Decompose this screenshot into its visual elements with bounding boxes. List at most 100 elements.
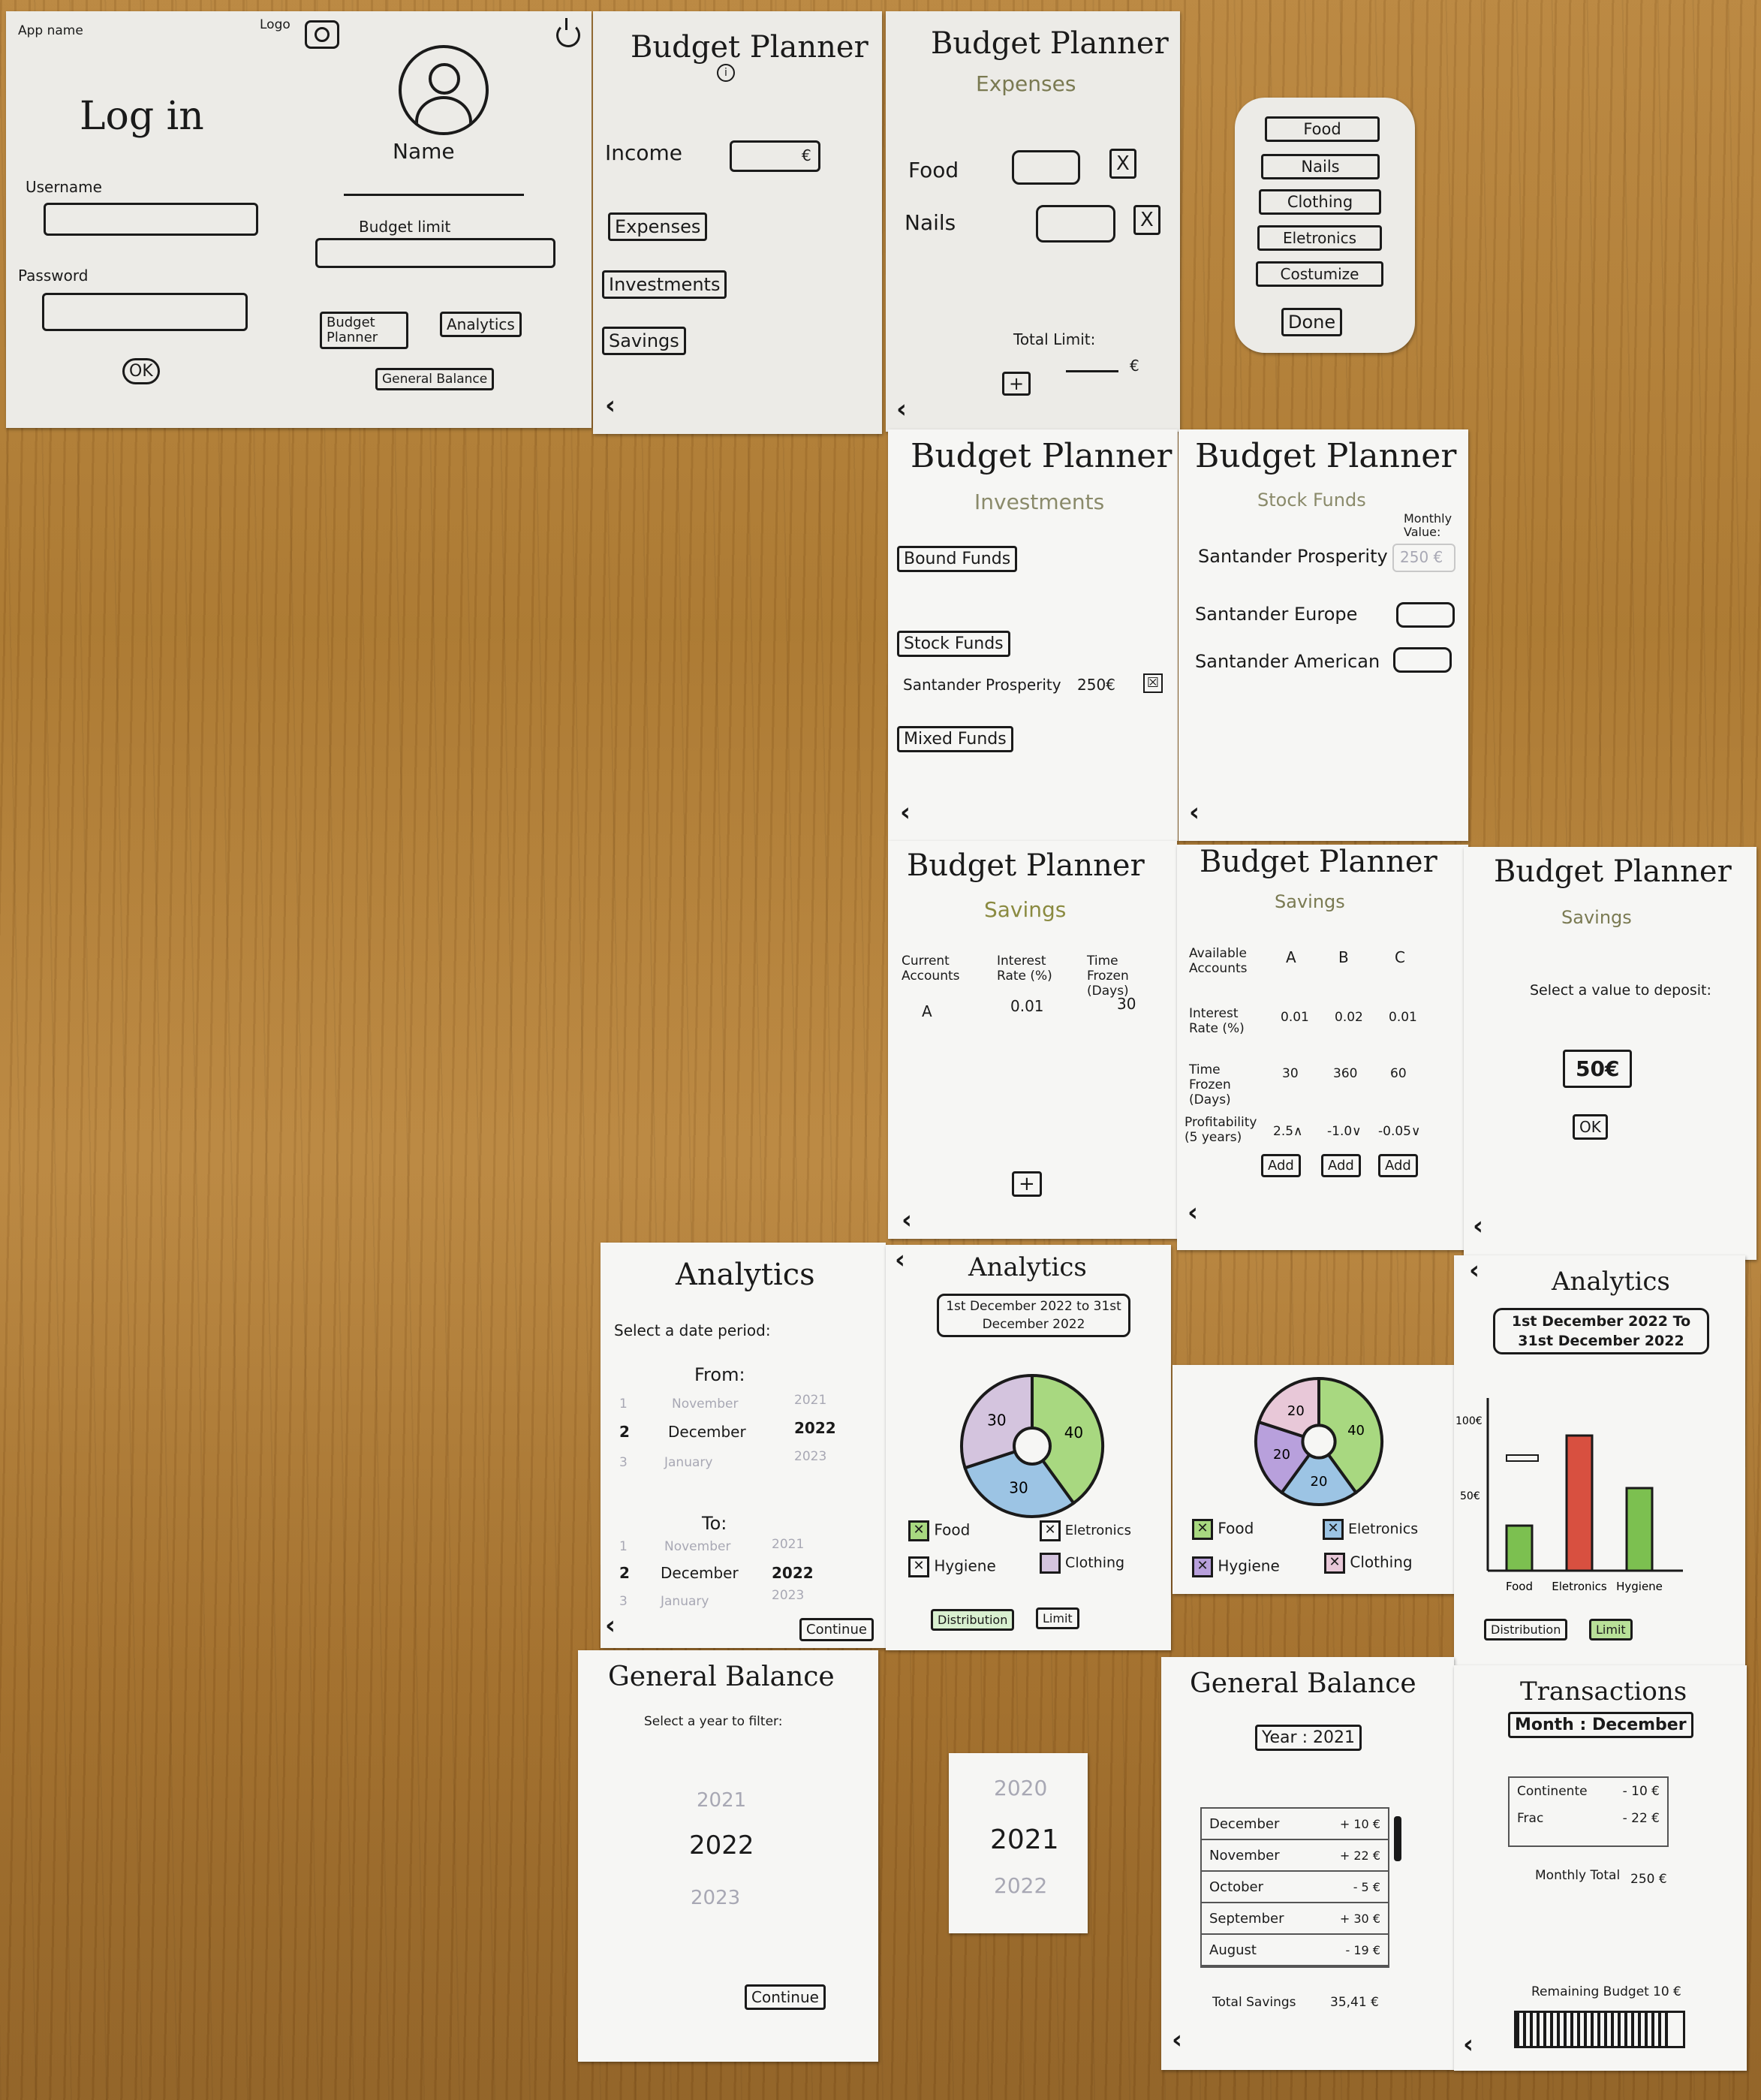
add-expense-button[interactable]: + [1002, 372, 1031, 396]
budget-planner-button[interactable]: Budget Planner [320, 312, 408, 349]
picker-year-prev[interactable]: 2020 [994, 1776, 1048, 1800]
mixed-funds-button[interactable]: Mixed Funds [897, 726, 1013, 752]
back-chevron-icon[interactable]: ‹ [1463, 2029, 1474, 2059]
expenses-button[interactable]: Expenses [608, 212, 708, 241]
login-ok-button[interactable]: OK [122, 358, 160, 384]
period-badge-2[interactable]: 1st December 2022 To 31st December 2022 [1493, 1308, 1709, 1354]
from-day-1[interactable]: 1 [619, 1396, 628, 1412]
pie-slice-food[interactable] [1031, 1373, 1104, 1505]
camera-icon[interactable] [305, 20, 339, 49]
investments-button[interactable]: Investments [602, 270, 727, 299]
bar-eletronics[interactable] [1565, 1434, 1594, 1572]
deposit-ok-button[interactable]: OK [1573, 1114, 1608, 1140]
add-savings-button[interactable]: + [1012, 1171, 1042, 1197]
to-day-3[interactable]: 3 [619, 1594, 628, 1609]
to-day-2[interactable]: 2 [619, 1564, 630, 1582]
bound-funds-button[interactable]: Bound Funds [897, 546, 1018, 572]
transaction-row[interactable]: Frac- 22 € [1510, 1805, 1667, 1832]
year-selected[interactable]: 2022 [689, 1830, 754, 1860]
legend2-food[interactable]: ✕ Food [1192, 1519, 1254, 1540]
back-chevron-icon[interactable]: ‹ [900, 797, 911, 827]
limit-tab[interactable]: Limit [1036, 1607, 1079, 1629]
category-eletronics[interactable]: Eletronics [1257, 225, 1382, 251]
category-clothing[interactable]: Clothing [1259, 189, 1381, 215]
deposit-value-input[interactable]: 50€ [1563, 1050, 1633, 1088]
to-month-next[interactable]: January [661, 1594, 709, 1609]
budget-limit-input[interactable] [315, 238, 555, 268]
from-day-2[interactable]: 2 [619, 1423, 630, 1441]
to-year-selected[interactable]: 2022 [772, 1564, 814, 1582]
stock-funds-button[interactable]: Stock Funds [897, 631, 1010, 657]
back-chevron-icon[interactable]: ‹ [1172, 2025, 1183, 2055]
info-icon[interactable]: i [717, 64, 735, 82]
from-year-prev[interactable]: 2021 [794, 1393, 827, 1408]
food-input[interactable] [1012, 150, 1080, 185]
add-c-button[interactable]: Add [1378, 1154, 1418, 1177]
legend2-clothing[interactable]: ✕ Clothing [1324, 1553, 1413, 1574]
general-balance-button[interactable]: General Balance [375, 368, 495, 390]
pie-slice-clothing[interactable] [1257, 1376, 1320, 1444]
from-month-next[interactable]: January [664, 1455, 713, 1470]
analytics-continue-button[interactable]: Continue [799, 1618, 874, 1641]
category-costumize[interactable]: Costumize [1256, 261, 1383, 287]
distribution-tab-2[interactable]: Distribution [1484, 1619, 1568, 1641]
username-input[interactable] [44, 203, 258, 236]
savings-button[interactable]: Savings [602, 327, 686, 355]
legend2-eletronics[interactable]: ✕ Eletronics [1323, 1519, 1418, 1540]
balance-continue-button[interactable]: Continue [745, 1984, 826, 2010]
done-button[interactable]: Done [1281, 308, 1343, 336]
password-input[interactable] [42, 293, 248, 331]
legend2-hygiene[interactable]: ✕ Hygiene [1192, 1556, 1280, 1577]
transaction-row[interactable]: Continente- 10 € [1510, 1778, 1667, 1805]
back-chevron-icon[interactable]: ‹ [1473, 1211, 1484, 1241]
pie-slice-eletronics[interactable] [1279, 1439, 1359, 1506]
from-month-selected[interactable]: December [668, 1423, 746, 1441]
legend-food[interactable]: ✕ Food [908, 1520, 970, 1541]
back-chevron-icon[interactable]: ‹ [605, 1610, 616, 1641]
fund-2-input[interactable] [1396, 602, 1455, 628]
bar-food[interactable] [1505, 1524, 1534, 1572]
fund-3-input[interactable] [1393, 647, 1452, 673]
table-row[interactable]: November+ 22 € [1202, 1840, 1388, 1872]
investment-remove-icon[interactable]: ☒ [1143, 673, 1163, 693]
income-input[interactable] [730, 140, 820, 172]
year-next[interactable]: 2023 [691, 1887, 741, 1909]
table-row[interactable]: August- 19 € [1202, 1935, 1388, 1966]
limit-tab-2[interactable]: Limit [1589, 1619, 1633, 1641]
fund-1-input[interactable] [1392, 544, 1455, 572]
balance-scrollbar[interactable] [1394, 1816, 1401, 1861]
distribution-tab[interactable]: Distribution [931, 1609, 1015, 1631]
category-food[interactable]: Food [1265, 116, 1380, 142]
back-chevron-icon[interactable]: ‹ [1188, 1198, 1199, 1228]
period-badge[interactable]: 1st December 2022 to 31st December 2022 [937, 1294, 1130, 1337]
back-chevron-icon[interactable]: ‹ [895, 1245, 906, 1275]
picker-year-next[interactable]: 2022 [994, 1873, 1048, 1898]
to-year-next[interactable]: 2023 [772, 1588, 805, 1603]
bar-hygiene[interactable] [1625, 1487, 1654, 1572]
from-day-3[interactable]: 3 [619, 1455, 628, 1470]
analytics-button[interactable]: Analytics [440, 312, 522, 337]
from-year-selected[interactable]: 2022 [794, 1419, 836, 1437]
to-year-prev[interactable]: 2021 [772, 1537, 805, 1552]
nails-remove-icon[interactable]: X [1133, 205, 1160, 235]
back-chevron-icon[interactable]: ‹ [1469, 1255, 1480, 1285]
food-remove-icon[interactable]: X [1109, 149, 1136, 179]
table-row[interactable]: December+ 10 € [1202, 1809, 1388, 1840]
nails-input[interactable] [1036, 205, 1115, 243]
pie-slice-food[interactable] [1317, 1376, 1383, 1495]
year-badge[interactable]: Year : 2021 [1255, 1725, 1362, 1751]
back-chevron-icon[interactable]: ‹ [1189, 797, 1200, 827]
legend-eletronics[interactable]: ✕ Eletronics [1040, 1520, 1131, 1541]
power-icon[interactable] [556, 18, 580, 47]
add-b-button[interactable]: Add [1321, 1154, 1361, 1177]
legend-clothing[interactable]: Clothing [1040, 1553, 1124, 1574]
table-row[interactable]: September+ 30 € [1202, 1903, 1388, 1935]
from-month-prev[interactable]: November [672, 1396, 739, 1412]
to-day-1[interactable]: 1 [619, 1539, 628, 1554]
pie-slice-hygiene[interactable] [963, 1444, 1076, 1518]
back-chevron-icon[interactable]: ‹ [902, 1205, 913, 1235]
to-month-selected[interactable]: December [661, 1564, 739, 1582]
category-nails[interactable]: Nails [1261, 154, 1380, 179]
legend-hygiene[interactable]: ✕ Hygiene [908, 1556, 996, 1577]
from-year-next[interactable]: 2023 [794, 1449, 827, 1464]
